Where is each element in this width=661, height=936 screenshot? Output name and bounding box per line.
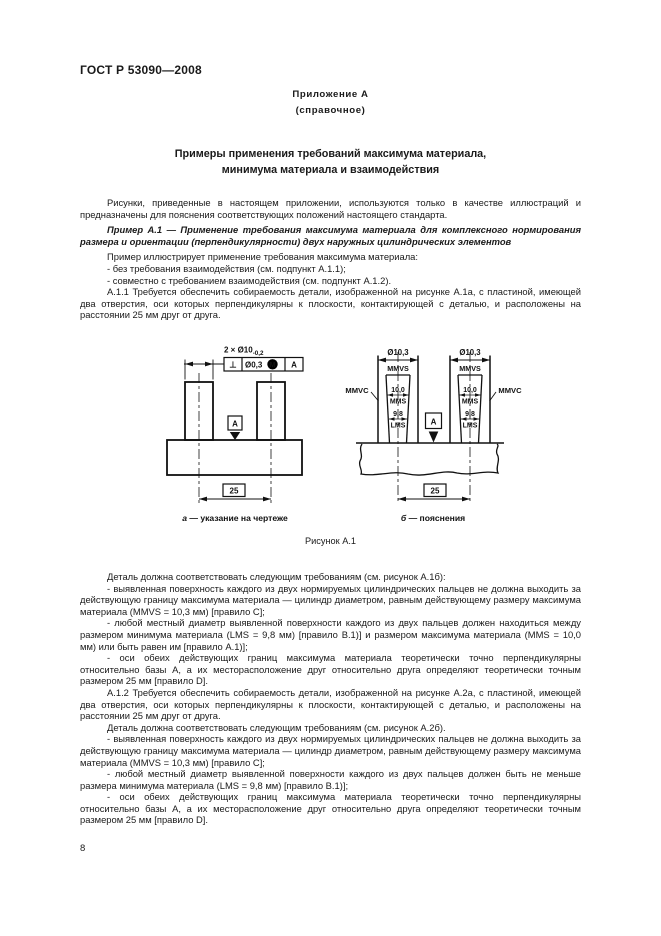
- datum-triangle-icon: [229, 432, 241, 440]
- paragraph-requirements-2: Деталь должна соответствовать следующим …: [107, 721, 446, 733]
- paragraph-illustrates: Пример иллюстрирует применение требовани…: [107, 251, 418, 263]
- lms-value: 9,8: [393, 411, 403, 418]
- dia-mmvs-value: Ø10,3: [387, 348, 409, 357]
- list-item-local-diameter-2: - любой местный диаметр выявленной повер…: [80, 768, 581, 791]
- paragraph-a11: А.1.1 Требуется обеспечить собираемость …: [80, 286, 581, 321]
- lms-value: 9,8: [465, 411, 475, 418]
- list-item-surface-2: - выявленная поверхность каждого из двух…: [80, 733, 581, 768]
- leader-line: [370, 391, 379, 402]
- ted-25-box: [222, 483, 246, 498]
- datum-a-box: [424, 412, 443, 430]
- mmvc-label-right: MMVC: [498, 386, 522, 395]
- list-item-surface-1: - выявленная поверхность каждого из двух…: [80, 582, 581, 617]
- ted-25-value: 25: [431, 487, 440, 496]
- perpendicularity-icon: ⊥: [229, 360, 237, 370]
- mmvs-label: MMVS: [387, 364, 409, 373]
- arrowhead: [403, 393, 409, 397]
- arrowhead: [378, 357, 386, 363]
- list-item-with-interaction: - совместно с требованием взаимодействия…: [107, 274, 392, 286]
- mmvs-label: MMVS: [459, 364, 481, 373]
- subfigure-a: 2 × Ø10-0,2 ⊥ Ø0,3 M A A 25 а — указание…: [166, 346, 304, 523]
- dim-2x-d10: 2 × Ø10-0,2: [224, 346, 264, 358]
- arrowhead: [482, 357, 490, 363]
- appendix-header: Приложение А (справочное): [80, 89, 581, 116]
- mms-value: 10,0: [391, 387, 405, 394]
- appendix-kind: (справочное): [295, 105, 366, 116]
- mms-label: MMS: [390, 399, 407, 406]
- intro-paragraph: Рисунки, приведенные в настоящем приложе…: [80, 197, 581, 220]
- fcf-tolerance: Ø0,3: [245, 360, 263, 369]
- arrowhead: [205, 361, 213, 367]
- ted-25-box: [423, 483, 447, 498]
- appendix-label: Приложение А: [292, 89, 369, 100]
- body-text-lower: Деталь должна соответствовать следующим …: [80, 571, 581, 826]
- caption-a: а — указание на чертеже: [182, 513, 288, 523]
- list-item-axes-1: - оси обеих действующих границ максимума…: [80, 652, 581, 687]
- datum-a-label: A: [232, 420, 238, 429]
- arrowhead: [263, 496, 271, 502]
- actual-surface: [477, 374, 483, 444]
- mmc-circle-m-icon: [267, 359, 278, 370]
- caption-b: б — пояснения: [401, 513, 465, 523]
- body-text-upper: Рисунки, приведенные в настоящем приложе…: [80, 197, 581, 321]
- datum-a-box: [227, 415, 243, 431]
- mmvc-label-left: MMVC: [345, 386, 369, 395]
- mms-label: MMS: [462, 399, 479, 406]
- arrowhead: [462, 496, 470, 502]
- lms-label: LMS: [391, 423, 406, 430]
- paragraph-a12: А.1.2 Требуется обеспечить собираемость …: [80, 686, 581, 722]
- fcf-frame: [223, 356, 304, 372]
- arrowhead: [459, 393, 465, 397]
- mmc-m: M: [270, 362, 276, 369]
- datum-a-label: A: [431, 418, 437, 427]
- list-item-local-diameter-1: - любой местный диаметр выявленной повер…: [80, 617, 581, 652]
- lms-label: LMS: [463, 423, 478, 430]
- list-item-axes-2: - оси обеих действующих границ максимума…: [80, 791, 581, 826]
- arrowhead: [401, 417, 407, 421]
- ted-25-value: 25: [230, 487, 239, 496]
- page-number: 8: [80, 843, 86, 854]
- arrowhead: [199, 496, 207, 502]
- actual-surface: [405, 374, 411, 444]
- mms-value: 10,0: [463, 387, 477, 394]
- subfigure-b: Ø10,3 MMVS 10,0 MMS 9,8 LMS Ø10,3 MMVS: [345, 348, 522, 523]
- plate-wavy-outline: [358, 443, 500, 476]
- arrowhead: [387, 393, 393, 397]
- figure-a1-drawing: 2 × Ø10-0,2 ⊥ Ø0,3 M A A 25 а — указание…: [166, 346, 522, 523]
- arrowhead: [389, 417, 395, 421]
- paragraph-requirements-1: Деталь должна соответствовать следующим …: [107, 571, 446, 582]
- example-heading: Пример А.1 — Применение требования макси…: [80, 224, 581, 247]
- datum-triangle-icon: [428, 431, 439, 443]
- arrowhead: [475, 393, 481, 397]
- actual-surface: [457, 374, 463, 444]
- arrowhead: [450, 357, 458, 363]
- dia-mmvs-value: Ø10,3: [459, 348, 481, 357]
- standard-number: ГОСТ Р 53090—2008: [80, 63, 202, 77]
- arrowhead: [185, 361, 193, 367]
- list-item-without-interaction: - без требования взаимодействия (см. под…: [107, 262, 346, 274]
- figure-label: Рисунок А.1: [305, 536, 356, 546]
- arrowhead: [398, 496, 406, 502]
- arrowhead: [461, 417, 467, 421]
- arrowhead: [410, 357, 418, 363]
- base-plate: [166, 439, 303, 476]
- actual-surface: [385, 374, 391, 444]
- arrowhead: [473, 417, 479, 421]
- leader-line: [489, 391, 497, 402]
- page-title: Примеры применения требований максимума …: [174, 148, 487, 176]
- fcf-datum-ref: A: [291, 360, 297, 369]
